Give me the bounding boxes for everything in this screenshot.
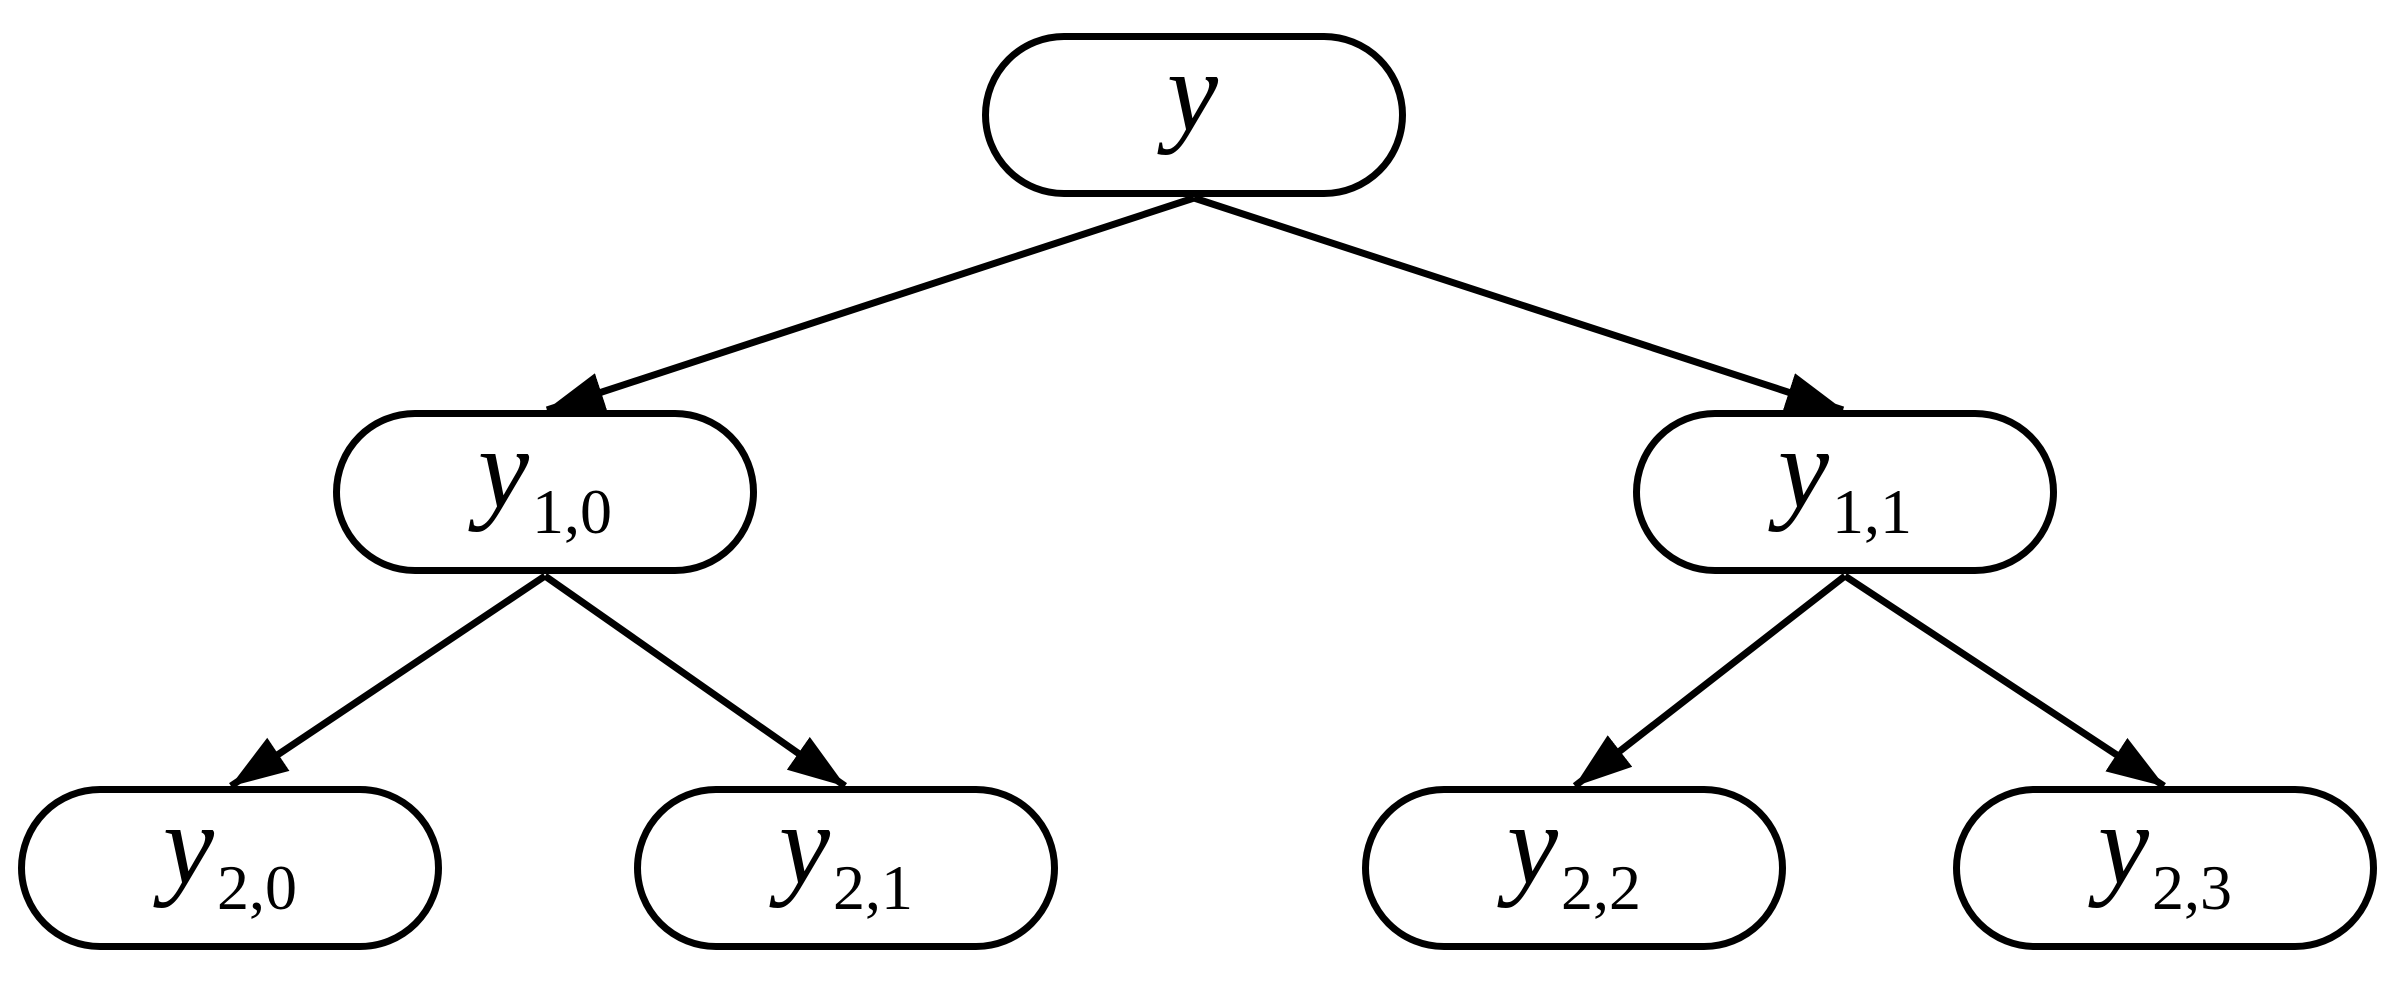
node-label-subscript: 2,3 <box>2152 851 2233 923</box>
node-label: y1,0 <box>478 411 612 544</box>
tree-node-y-1-1: y1,1 <box>1633 410 2057 574</box>
tree-node-y-1-0: y1,0 <box>333 410 757 574</box>
tree-node-y-2-2: y2,2 <box>1362 786 1786 950</box>
node-label-subscript: 2,0 <box>217 851 298 923</box>
node-label-base: y <box>1777 404 1830 532</box>
edge-y-to-y11 <box>1192 194 1845 414</box>
node-label-subscript: 2,1 <box>833 851 914 923</box>
node-label: y1,1 <box>1778 411 1912 544</box>
node-label-base: y <box>1506 780 1559 908</box>
node-label-subscript: 1,0 <box>532 475 613 547</box>
node-label: y2,3 <box>2098 787 2232 920</box>
node-label: y2,2 <box>1507 787 1641 920</box>
edge-y10-to-y21 <box>542 573 848 789</box>
tree-node-y: y <box>982 33 1406 197</box>
node-label-subscript: 2,2 <box>1561 851 1642 923</box>
tree-node-y-2-0: y2,0 <box>18 786 442 950</box>
node-label: y2,0 <box>163 787 297 920</box>
node-label-base: y <box>162 780 215 908</box>
node-label: y <box>1167 34 1221 149</box>
edge-y10-to-y20 <box>229 573 547 789</box>
node-label-base: y <box>1166 27 1219 155</box>
tree-node-y-2-1: y2,1 <box>634 786 1058 950</box>
node-label-base: y <box>778 780 831 908</box>
edge-y11-to-y22 <box>1572 573 1848 789</box>
node-label-base: y <box>2097 780 2150 908</box>
tree-node-y-2-3: y2,3 <box>1953 786 2377 950</box>
node-label: y2,1 <box>779 787 913 920</box>
node-label-base: y <box>477 404 530 532</box>
edge-y-to-y10 <box>545 194 1196 414</box>
node-label-subscript: 1,1 <box>1832 475 1913 547</box>
edge-y11-to-y23 <box>1843 573 2166 789</box>
